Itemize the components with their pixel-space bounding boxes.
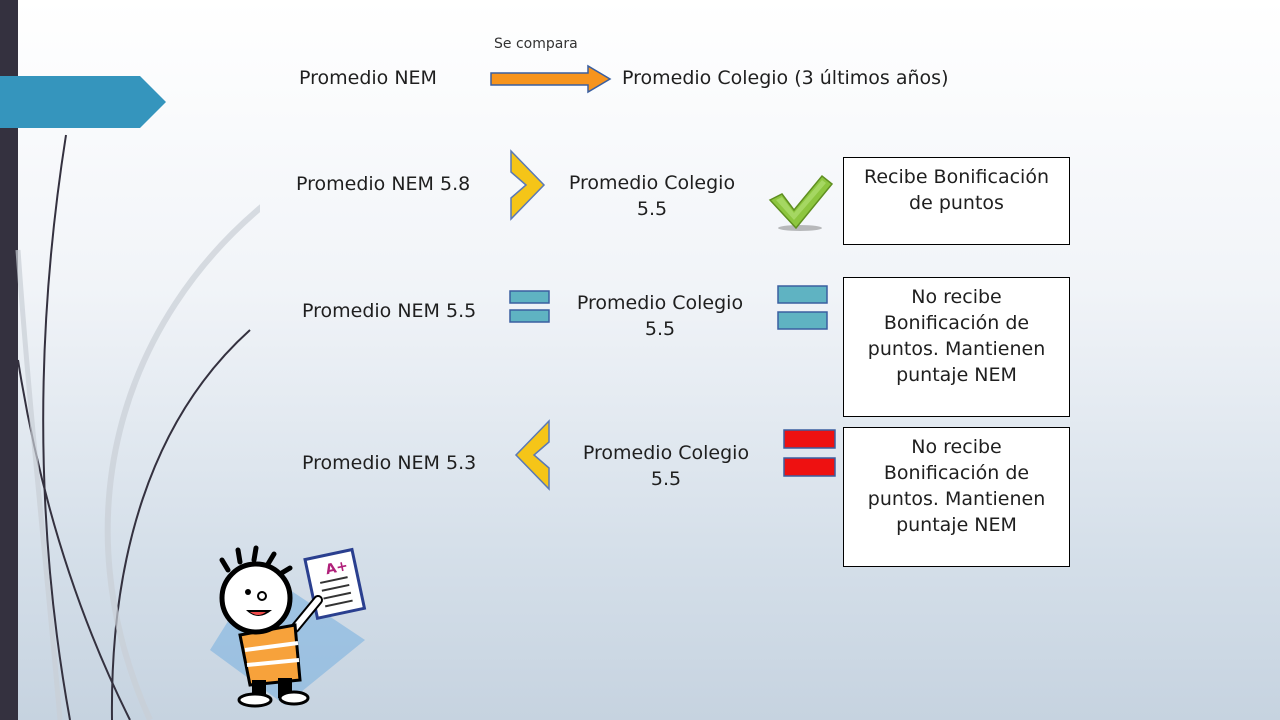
equals-icon-large (777, 285, 828, 330)
row3-colegio-line1: Promedio Colegio (582, 442, 750, 464)
row1-result-line2: de puntos (909, 192, 1004, 214)
decorative-curves (15, 134, 260, 720)
row2-colegio-label: Promedio Colegio 5.5 (558, 290, 762, 342)
row3-nem-label: Promedio NEM 5.3 (302, 452, 477, 474)
row2-colegio-line1: Promedio Colegio (576, 292, 744, 314)
check-icon (768, 174, 834, 231)
row2-result-line1: No recibe (911, 286, 1002, 308)
equals-icon-small (509, 290, 550, 323)
row2-result-line3: puntos. Mantienen (867, 338, 1046, 360)
equals-icon-red (783, 429, 836, 477)
row2-result-box: No recibe Bonificación de puntos. Mantie… (843, 277, 1070, 417)
row3-colegio-line2: 5.5 (650, 468, 682, 490)
row2-nem-label: Promedio NEM 5.5 (302, 300, 477, 322)
row1-colegio-label: Promedio Colegio 5.5 (550, 170, 754, 222)
row1-result-line1: Recibe Bonificación (864, 166, 1049, 188)
compare-arrow (490, 64, 612, 94)
left-sidebar-bar (0, 0, 18, 720)
row1-result-box: Recibe Bonificación de puntos (843, 157, 1070, 245)
row3-result-line4: puntaje NEM (896, 514, 1017, 536)
row2-result-line2: Bonificación de (883, 312, 1030, 334)
greater-than-chevron (510, 149, 546, 221)
row3-result-box: No recibe Bonificación de puntos. Mantie… (843, 427, 1070, 567)
row3-colegio-label: Promedio Colegio 5.5 (564, 440, 768, 492)
row2-result-line4: puntaje NEM (896, 364, 1017, 386)
title-arrow-tab (0, 76, 166, 128)
row3-result-line2: Bonificación de (883, 462, 1030, 484)
header-colegio-label: Promedio Colegio (3 últimos años) (622, 67, 949, 89)
row3-result-line3: puntos. Mantienen (867, 488, 1046, 510)
row3-result-line1: No recibe (911, 436, 1002, 458)
grade-badge: A+ (324, 558, 349, 578)
student-illustration: A+ (210, 545, 367, 708)
header-nem-label: Promedio NEM (299, 67, 437, 89)
row1-colegio-line1: Promedio Colegio (568, 172, 736, 194)
row2-colegio-line2: 5.5 (644, 318, 676, 340)
less-than-chevron (514, 419, 550, 491)
compare-label: Se compara (494, 36, 578, 52)
row1-nem-label: Promedio NEM 5.8 (296, 173, 471, 195)
row1-colegio-line2: 5.5 (636, 198, 668, 220)
